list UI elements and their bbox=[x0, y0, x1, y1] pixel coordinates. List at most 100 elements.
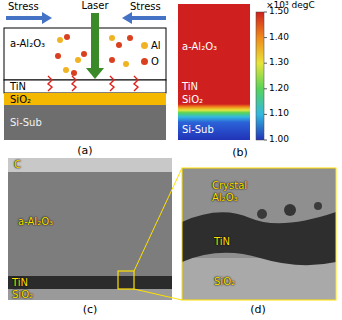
layer-band: TiN bbox=[178, 80, 250, 92]
o-atom bbox=[116, 42, 122, 48]
laser-label: Laser bbox=[81, 0, 108, 12]
o-atom bbox=[64, 34, 70, 40]
tem-panel bbox=[8, 158, 172, 300]
panel-label: (a) bbox=[77, 145, 92, 158]
carbon-layer bbox=[8, 158, 172, 172]
tick bbox=[264, 88, 267, 89]
layer-name: TiN bbox=[182, 81, 198, 92]
laser-head bbox=[86, 68, 104, 79]
layer-name: Si-Sub bbox=[182, 124, 214, 135]
tick bbox=[264, 63, 267, 64]
temperature-map bbox=[178, 4, 250, 140]
crystal-region bbox=[182, 212, 336, 265]
tin-layer bbox=[8, 276, 172, 289]
stress-head bbox=[122, 12, 132, 24]
al-atom bbox=[109, 35, 115, 41]
color-bar bbox=[256, 12, 264, 140]
crystal-grain bbox=[284, 204, 296, 216]
oxide-layer bbox=[4, 93, 166, 105]
heat-zigzag bbox=[134, 76, 138, 91]
layer-band: SiO₂ bbox=[178, 93, 250, 105]
o-atom bbox=[109, 57, 115, 63]
stress-shaft bbox=[131, 16, 166, 20]
al-atom bbox=[75, 57, 81, 63]
stress-shaft bbox=[6, 16, 43, 20]
panel-label: (d) bbox=[250, 304, 266, 317]
zoom-box bbox=[118, 271, 134, 289]
zoom-line bbox=[134, 168, 182, 271]
layer-label: SiO₂ bbox=[214, 276, 235, 288]
layer-name: a-Al₂O₃ bbox=[182, 41, 217, 52]
oxide-layer bbox=[8, 289, 172, 300]
layer-label: C bbox=[14, 159, 21, 171]
tick bbox=[264, 37, 267, 38]
layer-name: SiO₂ bbox=[182, 94, 203, 105]
layer-name: SiO₂ bbox=[10, 94, 31, 105]
legend-text: Al bbox=[151, 40, 161, 51]
legend-swatch bbox=[141, 42, 148, 49]
layer-name: TiN bbox=[10, 81, 26, 92]
laser-shaft bbox=[91, 13, 99, 68]
layer-label: a-Al₂O₃ bbox=[18, 216, 53, 228]
heat-zigzag bbox=[110, 76, 114, 91]
tick-label: 1.00 bbox=[269, 134, 289, 144]
layer-label: TiN bbox=[12, 277, 28, 289]
tick-label: 1.50 bbox=[269, 6, 289, 16]
stress-label: Stress bbox=[130, 1, 161, 13]
o-atom bbox=[71, 70, 77, 76]
layer-name: a-Al₂O₃ bbox=[10, 38, 45, 49]
al-atom bbox=[123, 61, 129, 67]
legend-text: O bbox=[151, 56, 159, 67]
tick-label: 1.30 bbox=[269, 57, 289, 67]
al-atom bbox=[63, 67, 69, 73]
al-atom bbox=[57, 37, 63, 43]
layer-label: TiN bbox=[214, 236, 230, 248]
alumina-layer bbox=[4, 28, 166, 80]
crystal-grain bbox=[257, 209, 267, 219]
zoom-lines bbox=[134, 168, 182, 300]
layer-label: SiO₂ bbox=[12, 289, 33, 301]
layer-label: Crystal Al₂O₃ bbox=[212, 180, 268, 203]
tick-label: 1.20 bbox=[269, 83, 289, 93]
color-bar-ticks bbox=[264, 12, 267, 140]
legend-swatch bbox=[141, 58, 148, 65]
heat-zigzags bbox=[48, 76, 138, 91]
tick bbox=[264, 114, 267, 115]
stress-label: Stress bbox=[8, 1, 39, 13]
o-atom bbox=[55, 53, 61, 59]
stress-head bbox=[42, 12, 52, 24]
layer-band: a-Al₂O₃ bbox=[178, 38, 250, 54]
layer-band: SiO₂ bbox=[4, 93, 44, 105]
layer-name: Si-Sub bbox=[10, 117, 42, 128]
zoom-line bbox=[134, 289, 182, 300]
tick-label: 1.10 bbox=[269, 108, 289, 118]
tem-zoom-panel bbox=[182, 168, 336, 300]
tick bbox=[264, 12, 267, 13]
substrate-layer bbox=[4, 105, 166, 140]
tick-label: 1.40 bbox=[269, 32, 289, 42]
crystal-grain bbox=[314, 202, 322, 210]
layer-band: TiN bbox=[4, 80, 44, 93]
legend-entry: Al bbox=[141, 40, 161, 51]
o-atom bbox=[81, 51, 87, 57]
panel-label: (c) bbox=[83, 304, 98, 317]
o-atom bbox=[127, 35, 133, 41]
simulation-panel bbox=[178, 4, 267, 140]
layer-band: Si-Sub bbox=[178, 118, 250, 140]
alumina-layer bbox=[8, 172, 172, 276]
layer-band: Si-Sub bbox=[4, 105, 166, 140]
heat-zigzag bbox=[72, 76, 76, 91]
legend-entry: O bbox=[141, 56, 159, 67]
tick bbox=[264, 140, 267, 141]
laser-arrow bbox=[86, 13, 104, 79]
tin-layer bbox=[4, 80, 166, 93]
panel-label: (b) bbox=[232, 147, 248, 160]
alumina-region bbox=[182, 168, 336, 300]
zoom-frame bbox=[182, 168, 336, 300]
schematic-panel bbox=[4, 12, 166, 140]
heat-zigzag bbox=[48, 76, 52, 91]
stress-arrows bbox=[6, 12, 166, 24]
